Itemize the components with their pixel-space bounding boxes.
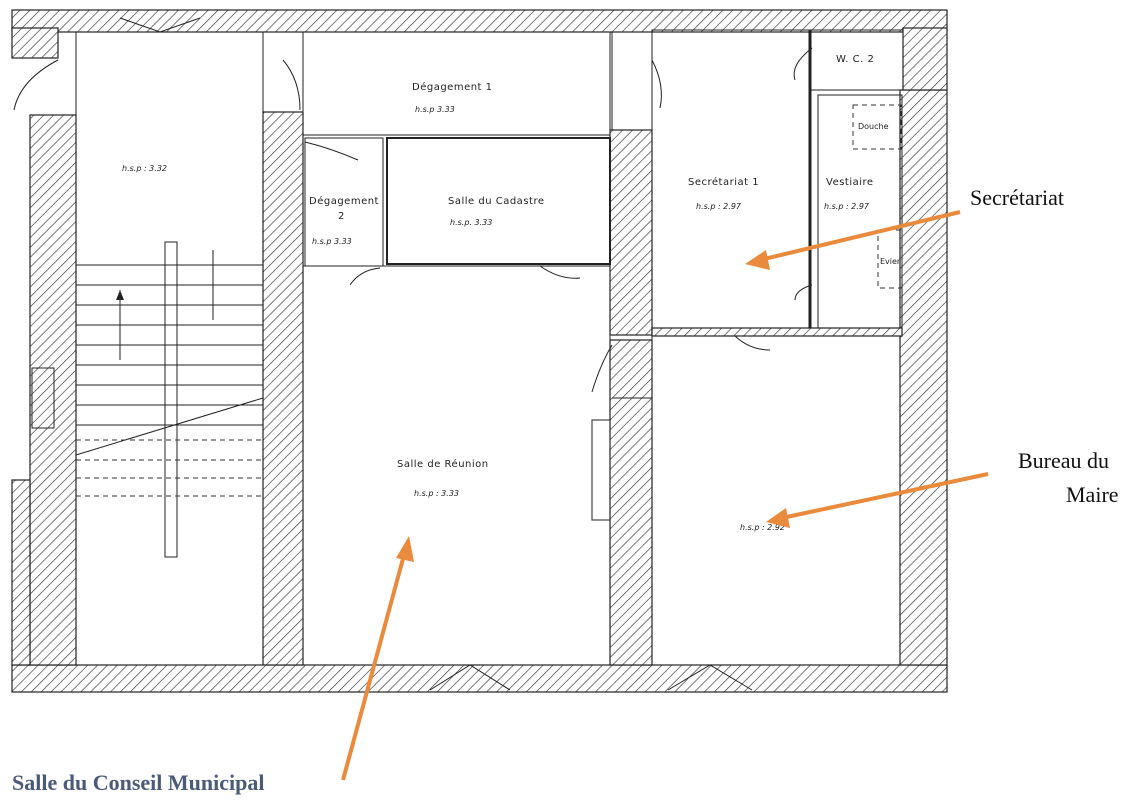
label-degagement2-line1: Dégagement — [309, 195, 379, 207]
left-wall — [29, 114, 77, 666]
label-degagement1: Dégagement 1 — [412, 81, 493, 93]
label-secretariat-room: Secrétariat 1 — [688, 176, 759, 188]
hsp-reunion: h.s.p : 3.33 — [414, 489, 459, 498]
bottom-left-stub — [11, 479, 31, 666]
hsp-maire: h.s.p : 2.92 — [740, 523, 785, 532]
label-evier: Evier — [880, 257, 901, 266]
annotation-maire-line2: Maire — [1066, 482, 1119, 507]
stair-right-wall — [262, 111, 304, 666]
walls — [11, 9, 948, 693]
staircase — [31, 241, 264, 558]
top-left-stub — [11, 27, 59, 59]
hsp-cadastre: h.s.p. 3.33 — [450, 218, 492, 227]
arrow-conseil-head — [396, 536, 414, 562]
hsp-degagement2: h.s.p 3.33 — [312, 237, 352, 246]
secretariat-maire-wall — [651, 327, 903, 337]
doors — [13, 17, 813, 691]
label-cadastre: Salle du Cadastre — [448, 196, 545, 207]
top-wall — [11, 9, 948, 33]
arrow-conseil — [341, 554, 406, 781]
annotation-labels: Secrétariat Bureau du Maire Salle du Con… — [12, 185, 1119, 795]
cadastre-secretariat-wall — [609, 129, 653, 336]
arrow-secretariat — [759, 210, 961, 262]
label-douche: Douche — [858, 122, 889, 131]
hsp-secretariat: h.s.p : 2.97 — [696, 202, 742, 211]
interior-lines — [75, 29, 904, 666]
annotation-maire-line1: Bureau du — [1018, 448, 1109, 473]
hsp-stair: h.s.p : 3.32 — [122, 164, 167, 173]
annotation-secretariat: Secrétariat — [970, 185, 1064, 210]
label-degagement2-line2: 2 — [338, 211, 345, 222]
label-reunion: Salle de Réunion — [397, 458, 489, 470]
bottom-wall — [11, 664, 948, 693]
label-vestiaire: Vestiaire — [826, 177, 874, 188]
wc-wall — [902, 27, 948, 91]
arrow-maire-head — [766, 508, 790, 528]
arrow-maire — [781, 472, 989, 520]
arrow-secretariat-head — [745, 250, 770, 270]
right-wall — [899, 89, 948, 666]
label-wc: W. C. 2 — [836, 54, 874, 65]
hsp-vestiaire: h.s.p : 2.97 — [824, 202, 870, 211]
annotation-conseil: Salle du Conseil Municipal — [12, 770, 264, 795]
room-labels: Dégagement 1 h.s.p 3.33 h.s.p : 3.32 Dég… — [122, 54, 901, 532]
hsp-degagement1: h.s.p 3.33 — [415, 105, 455, 114]
reunion-maire-wall — [609, 339, 653, 666]
annotation-arrows — [341, 210, 989, 781]
